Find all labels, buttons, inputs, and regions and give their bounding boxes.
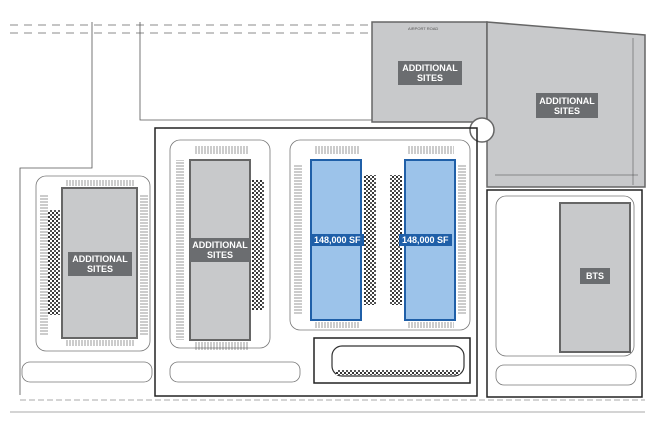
label-line: SITES: [553, 105, 580, 116]
label-line: ADDITIONAL: [539, 95, 595, 106]
building-label-148k-1: 148,000 SF: [311, 234, 364, 246]
label-line: SITES: [416, 73, 443, 83]
building-label-bts: BTS: [580, 268, 610, 284]
label-line: ADDITIONAL: [192, 240, 248, 250]
building-bts: [559, 202, 631, 353]
label-line: SITES: [86, 264, 113, 274]
road-label: AIRPORT ROAD: [408, 26, 439, 31]
label-line: ADDITIONAL: [72, 254, 128, 264]
label-line: ADDITIONAL: [402, 63, 458, 73]
building-label-148k-2: 148,000 SF: [399, 234, 452, 246]
label-line: SITES: [206, 250, 233, 260]
